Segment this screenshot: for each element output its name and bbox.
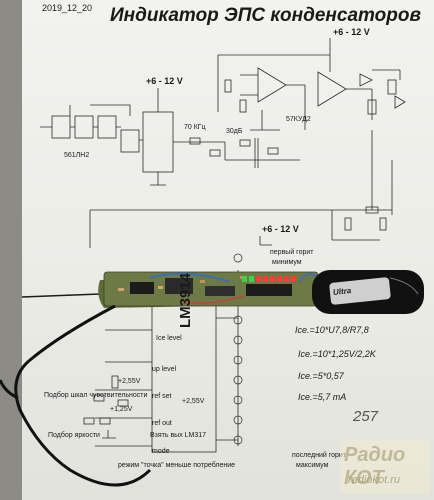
formula-4: Ice.=5,7 mA xyxy=(298,392,347,402)
op-amp-2 xyxy=(317,71,347,107)
lm317-note: Взять вых LM317 xyxy=(150,432,207,439)
up-level-label: up level xyxy=(152,366,177,373)
resistor xyxy=(379,217,387,231)
probe-cable xyxy=(14,304,152,487)
voltage-label-3: +2,55V xyxy=(182,398,205,405)
op-amp-1 xyxy=(257,67,287,103)
sheet-date: 2019_12_20 xyxy=(42,3,93,13)
sheet-title: Индикатор ЭПС конденсаторов xyxy=(110,5,421,26)
resistor xyxy=(224,79,232,93)
lm3914-label: LM3914 xyxy=(177,272,194,328)
supply-label-top-right: +6 - 12 V xyxy=(333,27,370,37)
resistor xyxy=(209,149,221,157)
brightness-select-note: Подбор яркости xyxy=(48,432,100,439)
battery-label: Ultra xyxy=(332,286,352,297)
logic-gate-4 xyxy=(120,129,140,153)
resistor xyxy=(93,394,105,402)
first-lit-label: первый горит xyxy=(270,249,314,256)
handwritten-number: 257 xyxy=(353,408,379,425)
resistor xyxy=(117,399,129,407)
resistor xyxy=(111,375,119,389)
watermark xyxy=(340,440,430,494)
supply-label-middle: +6 - 12 V xyxy=(262,224,299,234)
minimum-label: минимум xyxy=(272,259,302,266)
lm3914-chip-photo xyxy=(246,284,292,296)
resistor xyxy=(239,99,247,113)
probe-board xyxy=(0,270,424,487)
logic-gate-2 xyxy=(74,115,94,139)
scale-select-note: Подбор шкал чувствительности xyxy=(44,392,148,399)
watermark-site: radiokot.ru xyxy=(348,474,400,486)
logic-chip xyxy=(142,111,174,173)
resistor xyxy=(99,417,111,425)
led-row xyxy=(242,276,296,282)
chip-label-561: 561ЛН2 xyxy=(64,152,90,159)
resistor xyxy=(189,137,201,145)
resistor xyxy=(83,417,95,425)
formula-3: Ice.=5*0,57 xyxy=(298,371,344,381)
voltage-label-2: +1,25V xyxy=(110,406,133,413)
resistor xyxy=(267,147,279,155)
voltage-label-1: +2,55V xyxy=(118,378,141,385)
supply-label-top-left: +6 - 12 V xyxy=(146,76,183,86)
logic-gate-1 xyxy=(51,115,71,139)
chip-label-57: 57КУД2 xyxy=(286,116,311,123)
resistor xyxy=(365,206,379,214)
resistor xyxy=(387,79,397,95)
mode-label: mode xyxy=(152,448,170,455)
mode-note: режим "точка" меньше потребление xyxy=(118,462,236,469)
resistor xyxy=(367,99,377,115)
resistor xyxy=(239,139,251,147)
resistor xyxy=(344,217,352,231)
ref-out-label: ref out xyxy=(152,420,172,427)
ice-level-label: Ice level xyxy=(156,335,182,342)
freq-label: 70 КГц xyxy=(184,124,206,131)
formula-1: Ice.=10*U7,8/R7,8 xyxy=(295,325,369,335)
probe-tip xyxy=(21,293,101,298)
last-lit-label: последний горит xyxy=(292,452,347,459)
maximum-label: максимум xyxy=(296,462,329,469)
ref-set-label: ref set xyxy=(152,393,172,400)
formula-2: Ice.=10*1,25V/2,2K xyxy=(298,349,376,359)
logic-gate-3 xyxy=(97,115,117,139)
gain-label: 30дБ xyxy=(226,128,243,135)
watermark-text: Радио КОТ xyxy=(344,444,406,489)
